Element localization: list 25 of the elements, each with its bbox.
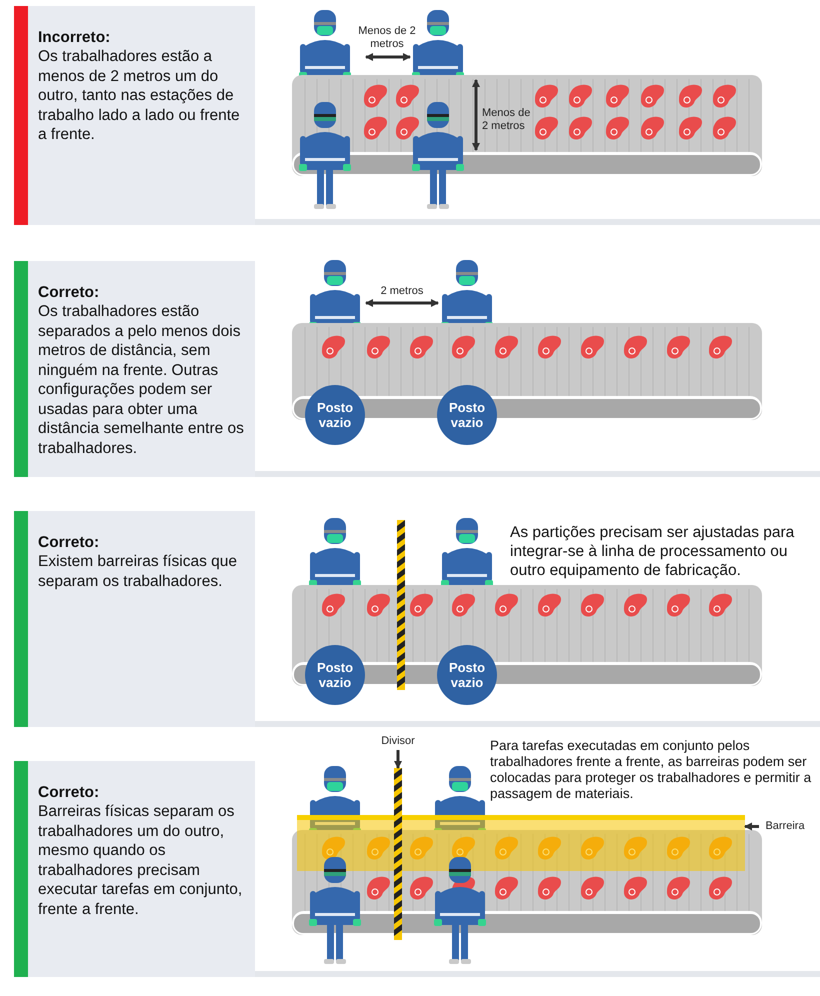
empty-station-circle: Posto vazio <box>305 385 365 445</box>
dimension-label: Menos de 2 metros <box>357 25 417 51</box>
leader-arrow <box>394 750 402 769</box>
dimension-label: 2 metros <box>380 285 424 298</box>
text-card <box>14 511 255 727</box>
note-text: Para tarefas executadas em conjunto pelos trabalhadores frente a frente, as barreiras podem ser colocadas para proteger os trabalhadores e permitir a passagem de materiais. <box>490 738 812 802</box>
dimension-label: Menos de 2 metros <box>482 107 532 133</box>
note-text: As partições precisam ser ajustadas para integrar-se à linha de processamento ou outro equipamento de fabricação. <box>510 523 796 580</box>
callout-label: Divisor <box>380 735 416 748</box>
empty-station-circle: Posto vazio <box>437 385 497 445</box>
divider-pole <box>394 768 402 940</box>
card-heading: Correto: <box>38 783 100 802</box>
text-card <box>14 761 255 977</box>
card-heading: Correto: <box>38 283 100 302</box>
card-text: Existem barreiras físicas que separam os trabalhadores. <box>38 552 238 591</box>
callout-label: Barreira <box>762 820 808 833</box>
barrier-panel <box>297 815 745 871</box>
leader-arrow <box>744 822 759 830</box>
text-card <box>14 6 255 225</box>
card-text: Barreiras físicas separam os trabalhadores um do outro, mesmo quando os trabalhadores precisam executar tarefas em conjunto, frente a frente. <box>38 802 244 919</box>
text-card <box>14 261 255 477</box>
card-text: Os trabalhadores estão separados a pelo menos dois metros de distância, sem ninguém na frente. Outras configurações podem ser usadas para obter uma distância semelhante entre os trabalhadores. <box>38 302 245 458</box>
card-heading: Incorreto: <box>38 28 112 47</box>
card-heading: Correto: <box>38 533 100 552</box>
card-text: Os trabalhadores estão a menos de 2 metros um do outro, tanto nas estações de trabalho lado a lado ou frente a frente. <box>38 47 241 144</box>
